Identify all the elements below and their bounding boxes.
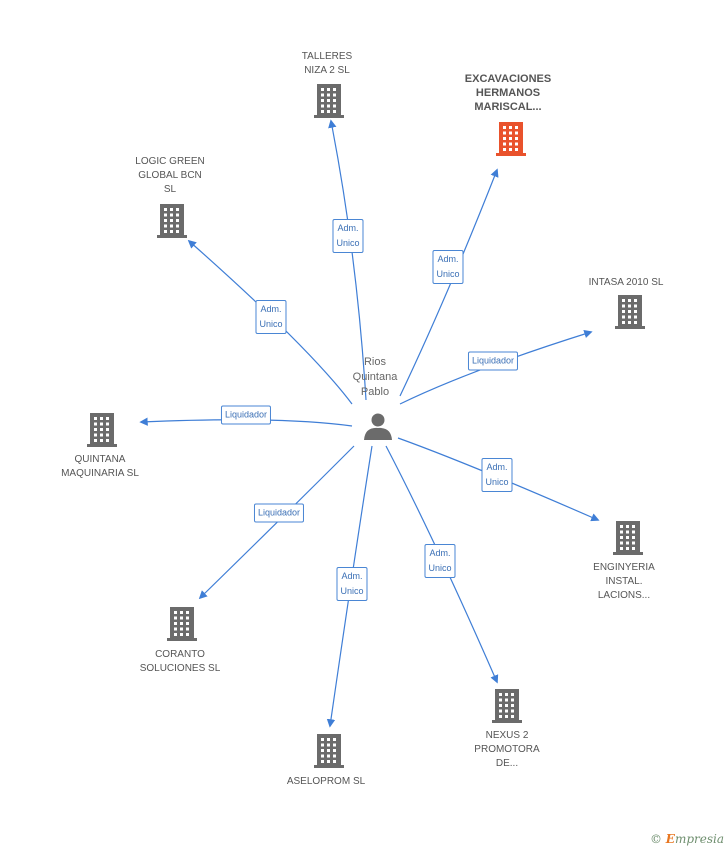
building-icon[interactable] <box>157 204 187 238</box>
building-icon[interactable] <box>314 84 344 118</box>
empresia-logo: © Empresia <box>649 832 724 846</box>
relation-label-logic: Adm. Unico <box>255 300 287 334</box>
relation-label-nexus: Adm. Unico <box>424 544 456 578</box>
company-label-intasa[interactable]: INTASA 2010 SL <box>588 277 664 288</box>
relation-label-excavaciones: Adm. Unico <box>432 250 464 284</box>
building-icon[interactable] <box>87 413 117 447</box>
company-label-coranto[interactable]: CORANTO SOLUCIONES SL <box>139 649 221 674</box>
building-icon[interactable] <box>492 689 522 723</box>
edge-logic <box>187 239 353 405</box>
relation-label-aseloprom: Adm. Unico <box>336 567 368 601</box>
building-icon[interactable] <box>496 122 526 156</box>
building-icon[interactable] <box>167 607 197 641</box>
company-label-quintana[interactable]: QUINTANA MAQUINARIA SL <box>61 454 139 479</box>
relation-label-intasa: Liquidador <box>467 351 519 371</box>
relation-label-quintana: Liquidador <box>220 405 272 425</box>
building-icon[interactable] <box>314 734 344 768</box>
building-icon[interactable] <box>613 521 643 555</box>
edge-excavaciones <box>399 168 499 397</box>
person-icon[interactable] <box>364 413 392 441</box>
company-label-logic[interactable]: LOGIC GREEN GLOBAL BCN SL <box>135 156 205 195</box>
edge-talleres <box>328 119 367 401</box>
company-label-talleres[interactable]: TALLERES NIZA 2 SL <box>301 51 353 76</box>
relation-label-enginyeria: Adm. Unico <box>481 458 513 492</box>
company-label-enginyeria[interactable]: ENGINYERIA INSTAL. LACIONS... <box>593 562 655 601</box>
person-name[interactable]: Rios Quintana Pablo <box>352 356 398 398</box>
relation-label-talleres: Adm. Unico <box>332 219 364 253</box>
company-label-nexus[interactable]: NEXUS 2 PROMOTORA DE... <box>474 730 540 769</box>
relation-label-coranto: Liquidador <box>253 503 305 523</box>
building-icon[interactable] <box>615 295 645 329</box>
company-label-aseloprom[interactable]: ASELOPROM SL <box>286 776 366 787</box>
company-label-excavaciones[interactable]: EXCAVACIONES HERMANOS MARISCAL... <box>464 73 552 113</box>
